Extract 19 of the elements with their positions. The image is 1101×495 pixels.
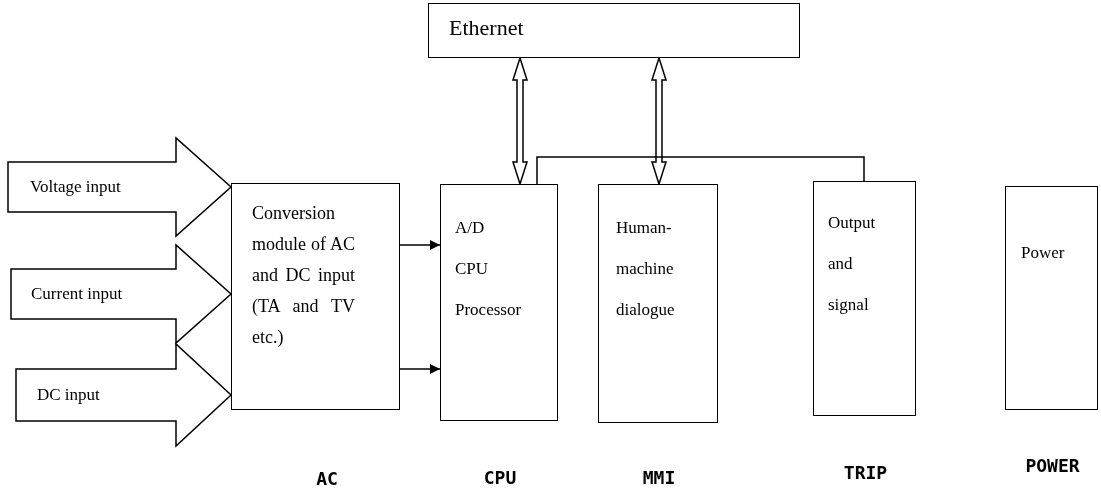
module-tag: CPU (483, 467, 517, 488)
connector-line (536, 156, 865, 185)
module-box (428, 3, 800, 58)
module-tag: POWER (1025, 455, 1080, 476)
double-arrow (511, 55, 529, 187)
node-label: Ethernet (449, 14, 525, 42)
arrow (399, 364, 441, 374)
arrow (399, 240, 441, 250)
node-label: Human- machine dialogue (616, 217, 675, 321)
module-tag: AC (316, 468, 338, 489)
double-arrow (650, 55, 668, 187)
module-tag: MMI (642, 467, 676, 488)
node-label: A/D CPU Processor (455, 217, 522, 321)
node-label: Power (1021, 242, 1066, 264)
node-label: Conversion module of AC and DC input (TA and TV etc.) (252, 202, 355, 349)
node-label: Output and signal (828, 212, 876, 316)
edge-label: Voltage input (30, 177, 121, 197)
block-arrow (15, 342, 233, 448)
module-tag: TRIP (843, 462, 888, 483)
